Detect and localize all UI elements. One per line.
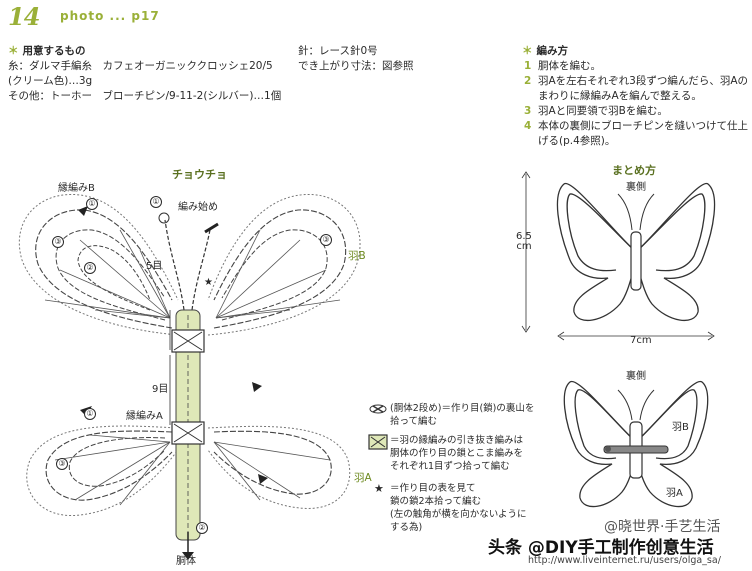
- right-antenna: [191, 229, 211, 311]
- assembly-title: まとめ方: [612, 164, 656, 177]
- photo-page-reference: photo ... p17: [60, 9, 160, 23]
- symbol-legend: (胴体2段め)＝作り目(鎖)の裏山を 拾って編む ＝羽の縁編みの引き抜き編みは …: [368, 402, 534, 533]
- row-marker: ③: [320, 234, 334, 246]
- back-side-label-bottom: 裏側: [626, 371, 646, 382]
- left-antenna: [164, 219, 185, 311]
- materials-block: ＊用意するもの 糸：ダルマ手編糸 カフェオーガニッククロッシェ20/5 (クリー…: [8, 44, 281, 104]
- weibo-watermark: @晓世界·手艺生活: [604, 519, 721, 535]
- chain-back-loop-icon: [369, 404, 387, 414]
- finished-size: でき上がり寸法：図参照: [298, 60, 414, 72]
- height-dimension: 6.5 cm: [516, 231, 532, 252]
- row-marker: ①: [86, 198, 100, 210]
- rows-9-label: 9目: [152, 384, 169, 395]
- legend-item-2-line1: ＝羽の縁編みの引き抜き編みは: [390, 435, 524, 446]
- star-bullet-icon: ＊: [522, 45, 533, 57]
- legend-item-3-line1: ＝作り目の表を見て: [390, 483, 476, 494]
- crochet-chart: [18, 193, 361, 560]
- page-number: 14: [8, 2, 40, 31]
- steps-heading: 編み方: [536, 45, 569, 57]
- assembly-wing-a-label: 羽A: [666, 488, 683, 499]
- legend-item-1-line2: 拾って編む: [390, 416, 438, 427]
- arrow-marker-icon: [258, 474, 268, 484]
- source-url-watermark: http://www.liveinternet.ru/users/olga_sa…: [528, 555, 721, 566]
- assembly-drawing-top: [521, 171, 716, 341]
- star-bullet-icon: ＊: [8, 45, 19, 57]
- row-marker: ②: [196, 522, 210, 534]
- rows-5-label: 5目: [146, 261, 163, 272]
- wing-a-label: 羽A: [354, 472, 372, 484]
- edging-b-label: 縁編みB: [58, 183, 95, 194]
- slip-stitch-join-icon: [368, 434, 388, 450]
- wing-a-left-edging: [26, 425, 179, 517]
- row-marker: ③: [56, 458, 70, 470]
- legend-item-3-line2: 鎖の鎖2本拾って編む: [390, 496, 482, 507]
- toutiao-watermark: 头条 @DIY手工制作创意生活: [488, 538, 714, 558]
- arrow-marker-icon: [252, 382, 262, 392]
- star-symbol-icon: ★: [374, 482, 384, 495]
- star-marker: ★: [204, 277, 213, 288]
- legend-item-3-line4: する為): [390, 522, 423, 533]
- legend-item-1-line1: (胴体2段め)＝作り目(鎖)の裏山を: [390, 403, 535, 414]
- needle-size: 針：レース針0号: [298, 45, 378, 57]
- body-label: 胴体: [176, 556, 196, 567]
- materials-yarn: 糸：ダルマ手編糸 カフェオーガニッククロッシェ20/5: [8, 60, 273, 72]
- legend-item-3-line3: (左の触角が横を向かないように: [390, 509, 527, 520]
- row-marker: ③: [52, 236, 66, 248]
- width-dimension: 7cm: [630, 335, 652, 346]
- legend-item-2-line3: それぞれ1目ずつ拾って編む: [390, 461, 510, 472]
- materials-yarn-color: (クリーム色)…3g: [8, 75, 93, 87]
- wing-a-right-edging: [207, 425, 351, 509]
- edging-a-label: 縁編みA: [126, 411, 163, 422]
- assembly-wing-b-label: 羽B: [672, 422, 689, 433]
- arrow-marker-icon: [78, 206, 88, 216]
- legend-item-2-line2: 胴体の作り目の鎖とこま編みを: [390, 448, 524, 459]
- assembly-drawing-bottom: [563, 381, 709, 508]
- brooch-pin-icon: [603, 445, 669, 454]
- wing-b-left-edging: [18, 193, 179, 336]
- materials-heading: 用意するもの: [22, 45, 86, 57]
- materials-other: その他：トーホー ブローチピン/9-11-2(シルバー)…1個: [8, 90, 282, 102]
- row-marker: ①: [150, 196, 164, 208]
- needle-block: 針：レース針0号 でき上がり寸法：図参照: [298, 44, 414, 74]
- wing-b-label: 羽B: [348, 250, 366, 262]
- start-label: 編み始め: [178, 202, 218, 213]
- chart-title: チョウチョ: [172, 168, 227, 181]
- back-side-label-top: 裏側: [626, 182, 646, 193]
- row-marker: ①: [84, 408, 98, 420]
- wing-b-right-edging: [207, 193, 361, 336]
- row-marker: ②: [84, 262, 98, 274]
